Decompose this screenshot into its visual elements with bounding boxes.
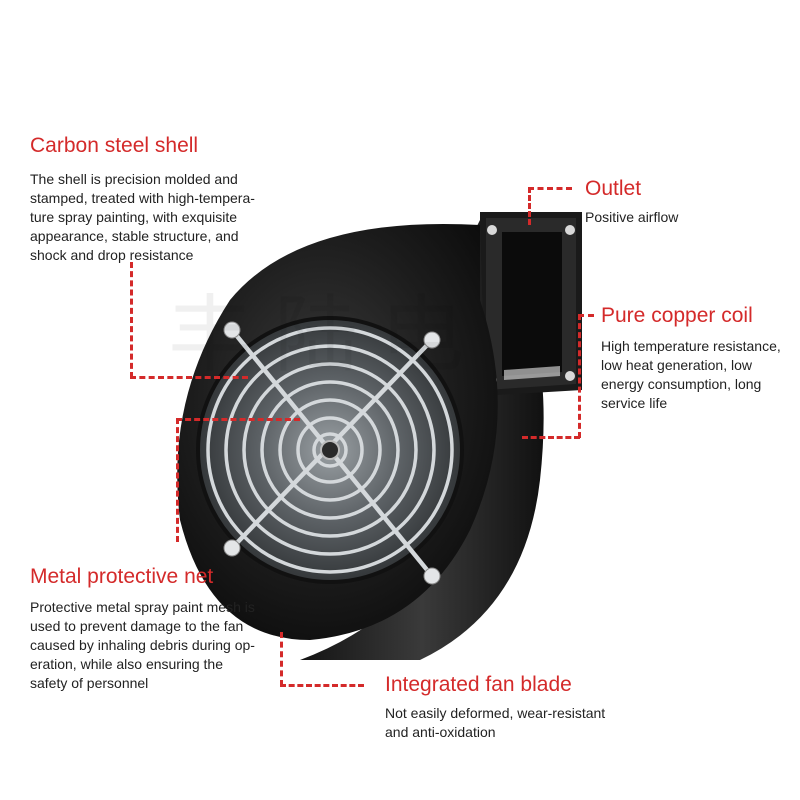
carbon-steel-shell-title: Carbon steel shell	[30, 134, 199, 157]
outlet-description: Positive airflow	[585, 208, 678, 227]
leader-net-vertical	[176, 418, 179, 542]
description-line: Protective metal spray paint mesh is	[30, 599, 255, 615]
leader-coil-horizontal	[578, 314, 594, 317]
leader-blade-vertical	[280, 632, 283, 686]
leader-coil-vertical	[578, 314, 581, 438]
metal-protective-net-description: Protective metal spray paint mesh is use…	[30, 598, 255, 693]
description-line: used to prevent damage to the fan	[30, 618, 244, 634]
description-line: safety of personnel	[30, 675, 149, 691]
leader-coil-bottom	[522, 436, 580, 439]
grille	[206, 326, 454, 578]
description-line: energy consumption, long	[601, 376, 762, 392]
description-line: stamped, treated with high-tempera-	[30, 190, 255, 206]
metal-protective-net-title: Metal protective net	[30, 565, 214, 588]
leader-shell-horizontal	[130, 376, 248, 379]
description-line: service life	[601, 395, 668, 411]
pure-copper-coil-title: Pure copper coil	[601, 304, 753, 327]
watermark: 丰陆电	[168, 286, 487, 384]
description-line: appearance, stable structure, and	[30, 228, 239, 244]
description-line: caused by inhaling debris during op-	[30, 637, 255, 653]
integrated-fan-blade-title: Integrated fan blade	[385, 673, 572, 696]
description-line: Not easily deformed, wear-resistant	[385, 705, 606, 721]
leader-blade-horizontal	[280, 684, 364, 687]
leader-outlet-horizontal	[528, 187, 572, 190]
description-line: shock and drop resistance	[30, 247, 194, 263]
integrated-fan-blade-description: Not easily deformed, wear-resistant and …	[385, 704, 605, 742]
description-line: The shell is precision molded and	[30, 171, 238, 187]
description-line: Positive airflow	[585, 209, 679, 225]
description-line: low heat generation, low	[601, 357, 752, 373]
leader-net-top	[176, 418, 300, 421]
outlet-duct	[470, 212, 582, 420]
carbon-steel-shell-description: The shell is precision molded and stampe…	[30, 170, 255, 265]
description-line: and anti-oxidation	[385, 724, 496, 740]
outlet-title: Outlet	[585, 177, 642, 200]
description-line: ture spray painting, with exquisite	[30, 209, 237, 225]
leader-shell-vertical	[130, 262, 133, 378]
leader-outlet-vertical	[528, 187, 531, 225]
description-line: eration, while also ensuring the	[30, 656, 224, 672]
pure-copper-coil-description: High temperature resistance, low heat ge…	[601, 337, 781, 413]
description-line: High temperature resistance,	[601, 338, 781, 354]
